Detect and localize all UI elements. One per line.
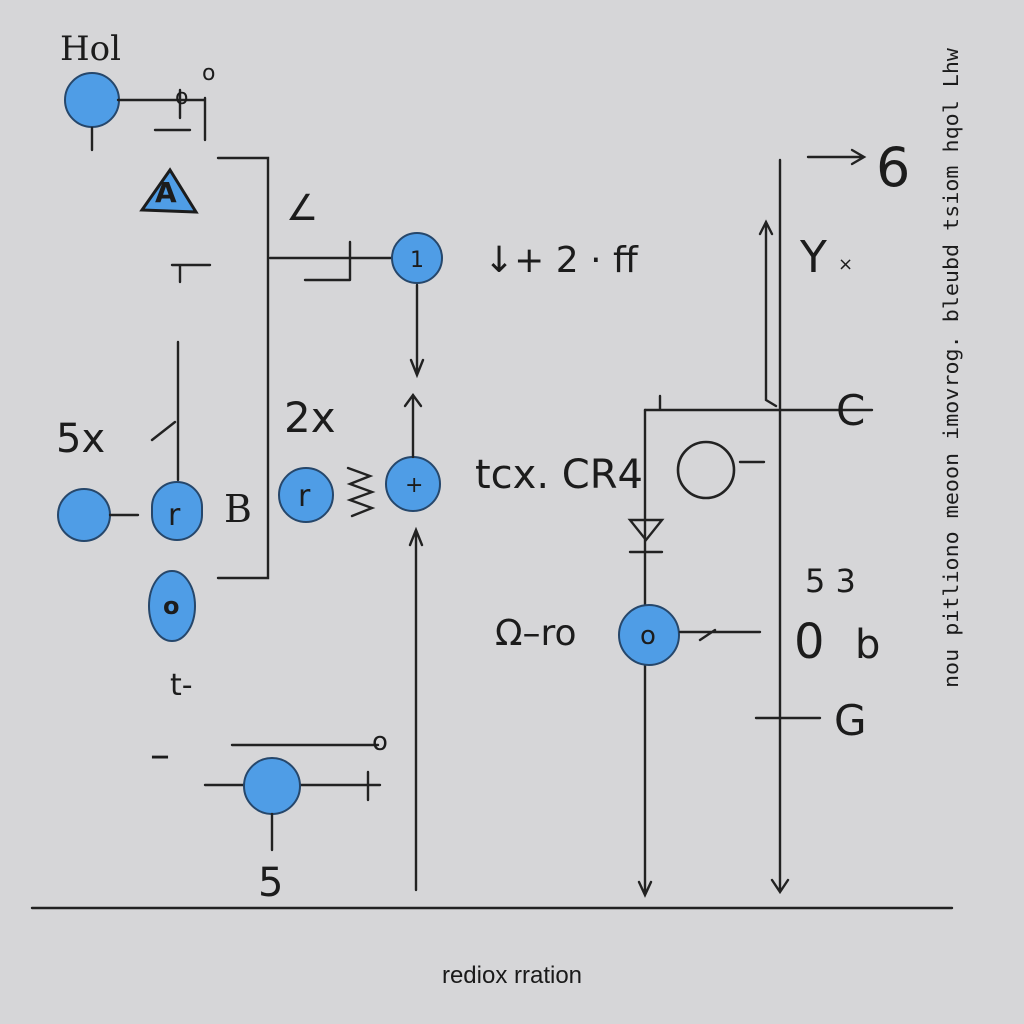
label-x-mark: × [838, 254, 853, 275]
label-resistor: Ω–ro [495, 613, 577, 654]
label-angle: ∠ [286, 188, 318, 229]
node-mid-left [151, 481, 203, 541]
tee-symbol [170, 263, 212, 284]
wire-right-main [770, 158, 790, 895]
label-b-letter: B [224, 487, 252, 531]
wire-top-center-down [409, 283, 425, 379]
node-bottom-left [148, 570, 196, 642]
node-top-center-label: 1 [410, 248, 424, 273]
label-minus: – [150, 732, 170, 778]
label-b: b [855, 622, 880, 668]
node-bottom-left-label: o [163, 592, 180, 620]
label-y-mark: Y [799, 232, 827, 283]
node-mid-right-label: o [640, 621, 656, 651]
wire-top-center-in [268, 240, 394, 282]
right-vertical-text: nou pitliono meoon imovrog. bleubd tsiom… [939, 47, 963, 688]
label-top-right-num: 6 [876, 136, 910, 199]
diagram-caption: rediox rration [441, 962, 583, 989]
label-g: G [834, 696, 867, 745]
label-t-dash: t- [170, 668, 193, 703]
wire-right-top-arrow [806, 148, 867, 166]
label-five-three: 5 3 [805, 562, 856, 600]
label-c: C [836, 386, 865, 435]
node-mid-right [618, 604, 680, 666]
open-ring [676, 440, 736, 500]
wire-mid-right-out [678, 628, 762, 642]
left-frame [216, 156, 270, 580]
label-top-left: Hol [60, 29, 121, 69]
node-top-center [391, 232, 443, 284]
diode-triangle [627, 518, 665, 542]
node-mid-left-label: r [168, 498, 181, 533]
node-mid-left-outer [57, 488, 111, 542]
label-five-x: 5x [56, 416, 105, 462]
resistor-zigzag [346, 466, 376, 518]
wire-center-vertical [408, 526, 424, 892]
label-o: 0 [794, 614, 825, 670]
delta-shape [139, 167, 199, 214]
node-mid-center-left [278, 467, 334, 523]
node-top-left [64, 72, 120, 128]
wire-stub-left [150, 340, 180, 482]
wire-c-bar [643, 394, 874, 412]
label-small-o: o [372, 727, 388, 757]
node-mid-center-left-label: r [298, 479, 311, 514]
wire-top-left [90, 88, 207, 152]
wire-right-inner [758, 219, 778, 408]
wire-mid-center [403, 392, 423, 459]
node-mid-center-label: + [405, 473, 423, 498]
label-top-left-mid: o [175, 85, 188, 110]
label-top-left-small: o [202, 61, 215, 86]
label-five: 5 [258, 860, 283, 906]
label-two-x: 2x [284, 393, 336, 442]
node-lower-left [243, 757, 301, 815]
label-delta: A [155, 176, 177, 209]
label-formula-mid: tcx. CR4 [475, 452, 643, 498]
label-top-formula: ↓+ 2 · ff [484, 240, 639, 281]
